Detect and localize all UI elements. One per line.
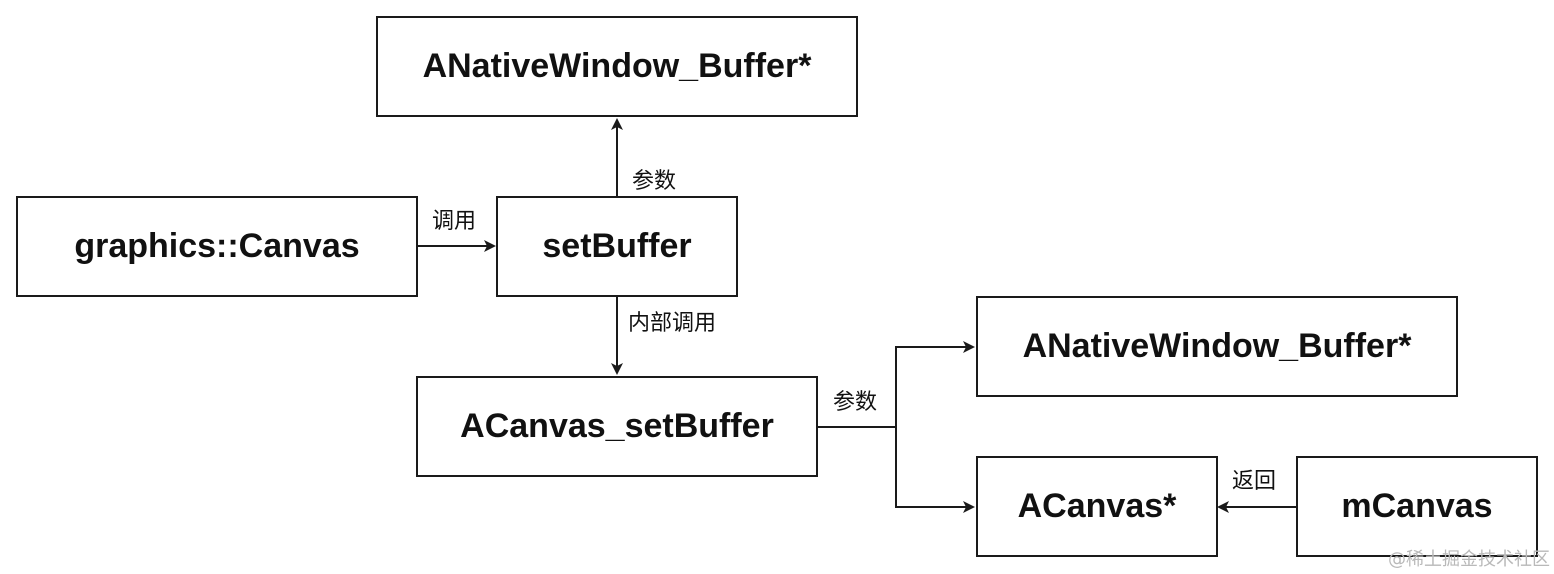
label-return: 返回 <box>1232 469 1277 494</box>
node-buffer-right: ANativeWindow_Buffer* <box>976 296 1458 397</box>
edge-param-right <box>818 341 975 428</box>
label-call: 调用 <box>432 209 477 234</box>
node-buffer-top: ANativeWindow_Buffer* <box>376 16 858 117</box>
node-mcanvas: mCanvas <box>1296 456 1538 557</box>
label-param-right: 参数 <box>833 390 878 415</box>
label-param-top: 参数 <box>632 169 677 194</box>
label-internal-call: 内部调用 <box>628 311 717 336</box>
watermark: @稀土掘金技术社区 <box>1388 549 1550 570</box>
node-graphics-canvas: graphics::Canvas <box>16 196 418 297</box>
node-acanvas-ptr: ACanvas* <box>976 456 1218 557</box>
edge-param-acanvas <box>895 427 975 513</box>
node-set-buffer: setBuffer <box>496 196 738 297</box>
node-acanvas-set-buffer: ACanvas_setBuffer <box>416 376 818 477</box>
